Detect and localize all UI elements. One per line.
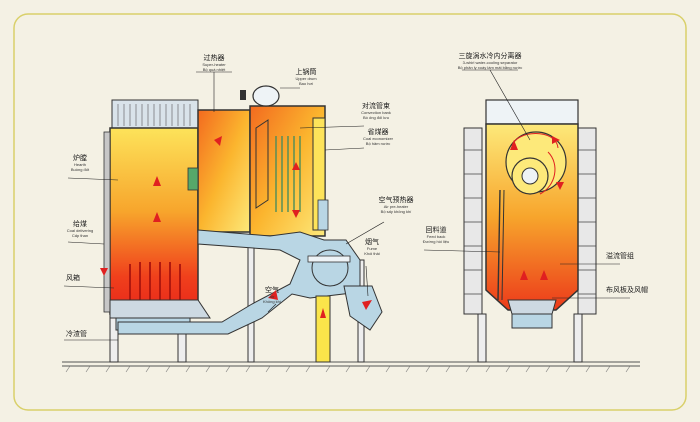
furnace-vn: Buồng đốt: [71, 167, 90, 172]
feedback-vn: Đường hồi liệu: [423, 239, 449, 244]
label-overflow-tube: 溢流管组: [560, 251, 634, 265]
air-en: Air: [270, 294, 276, 299]
economizer-vn: Bộ hâm nước: [366, 141, 390, 146]
overflow-cn: 溢流管组: [606, 251, 634, 260]
front-view-boiler: [463, 99, 597, 363]
flow-arrows-left: [100, 136, 372, 318]
feedback-en: Feed back: [427, 234, 446, 239]
feedback-cn: 回料道: [426, 225, 447, 234]
ground-hatch: [65, 365, 631, 373]
superheater-cn: 过热器: [204, 53, 225, 62]
superheater-en: Super-heater: [202, 62, 226, 67]
separator-cn: 三旋涡水冷内分离器: [459, 51, 522, 60]
label-flue-gas: 烟气 Fume Khói thải: [364, 237, 380, 297]
furnace-cn: 炉膛: [73, 153, 87, 162]
flue-outlet: [343, 285, 383, 331]
separator-en: 3-whirl water-cooling separator: [463, 60, 518, 65]
label-superheater: 过热器 Super-heater Bộ quá nhiệt: [196, 53, 232, 112]
label-separator: 三旋涡水冷内分离器 3-whirl water-cooling separato…: [458, 51, 531, 141]
upper-drum-en: Upper drum: [295, 76, 317, 81]
label-furnace-wall: 炉膛 Hearth Buồng đốt: [67, 153, 119, 181]
windplate-cn: 布风板及风帽: [606, 285, 648, 294]
coal-cn: 给煤: [73, 219, 87, 228]
frame-border: [13, 13, 687, 411]
label-convection-bank: 对流管束 Convection bank Bó ống đối lưu: [299, 101, 391, 129]
coal-en: Coal delivering: [67, 228, 93, 233]
air-cn: 空气: [265, 285, 279, 294]
label-coal-feeder: 给煤 Coal delivering Cấp than: [67, 219, 105, 245]
flow-arrows-right: [510, 136, 564, 280]
label-economizer: 省煤器 Coal economizer Bộ hâm nước: [324, 127, 394, 151]
upper-drum-vn: Bao hơi: [299, 81, 313, 86]
preheater-cn: 空气预热器: [379, 195, 414, 204]
superheater-vn: Bộ quá nhiệt: [203, 67, 226, 72]
side-view-boiler: [100, 85, 383, 363]
flue-cn: 烟气: [365, 237, 379, 246]
label-air-chamber: 风箱: [63, 273, 115, 289]
superheater-coil: [187, 167, 199, 191]
convection-vn: Bó ống đối lưu: [363, 115, 389, 120]
label-slag-pipe: 冷渣管: [64, 329, 118, 341]
convection-en: Convection bank: [361, 110, 391, 115]
upper-drum-cn: 上锅筒: [296, 67, 317, 76]
convection-tubes: [275, 136, 301, 212]
label-air: 空气 Air Không khí: [263, 285, 282, 313]
preheater-vn: Bộ sấy không khí: [381, 209, 413, 214]
label-feed-back: 回料道 Feed back Đường hồi liệu: [423, 225, 501, 253]
ground: [62, 361, 640, 367]
separator-vn: Bộ phân ly xoáy làm mát bằng nước: [458, 65, 522, 70]
preheater-en: Air pre-heater: [384, 204, 409, 209]
label-air-preheater: 空气预热器 Air pre-heater Bộ sấy không khí: [345, 195, 414, 245]
label-wind-plate: 布风板及风帽: [552, 285, 648, 299]
return-duct: [315, 295, 331, 363]
furnace-en: Hearth: [74, 162, 86, 167]
air-chamber-cn: 风箱: [66, 273, 80, 282]
wind-box: [109, 299, 211, 319]
convection-cn: 对流管束: [362, 101, 390, 110]
economizer-en: Coal economizer: [363, 136, 394, 141]
flue-vn: Khói thải: [364, 251, 380, 256]
economizer-cn: 省煤器: [368, 127, 389, 136]
coal-vn: Cấp than: [72, 233, 88, 238]
air-preheater: [311, 249, 349, 287]
label-upper-drum: 上锅筒 Upper drum Bao hơi: [280, 67, 317, 89]
air-duct: [117, 229, 361, 335]
upper-drum: [252, 85, 280, 107]
bed-tubes: [129, 262, 181, 300]
flue-en: Fume: [367, 246, 378, 251]
slag-cn: 冷渣管: [66, 329, 87, 338]
air-vn: Không khí: [263, 299, 282, 304]
